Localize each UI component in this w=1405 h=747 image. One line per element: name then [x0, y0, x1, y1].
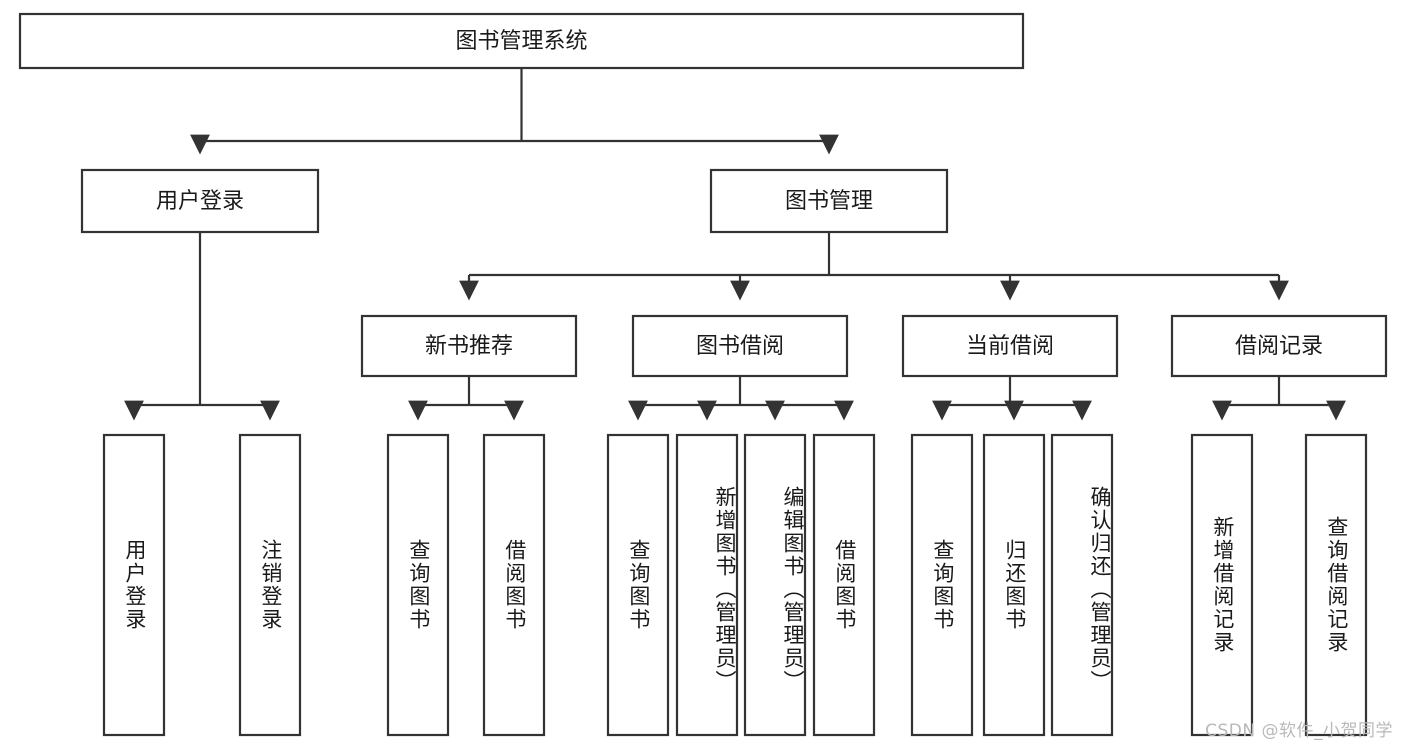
leaf-query-record-box[interactable] — [1304, 433, 1368, 737]
node-root-label: 图书管理系统 — [455, 29, 587, 54]
node-new-book-recommend-label: 新书推荐 — [425, 334, 513, 359]
node-user-login-label: 用户登录 — [156, 189, 244, 214]
node-user-login[interactable]: 用户登录 — [80, 168, 320, 234]
node-book-borrow-box[interactable] — [631, 314, 849, 378]
node-book-management-label: 图书管理 — [785, 189, 873, 214]
node-book-management-box[interactable] — [709, 168, 949, 234]
node-book-borrow[interactable]: 图书借阅 — [631, 314, 849, 378]
leaf-edit-book-box[interactable] — [743, 433, 807, 737]
node-current-borrow[interactable]: 当前借阅 — [901, 314, 1119, 378]
node-root-box[interactable] — [18, 12, 1025, 70]
boxes-layer: 图书管理系统 用户登录 图书管理 新书推荐 图书借阅 当前 — [18, 12, 1388, 737]
leaf-query-book-2-box[interactable] — [606, 433, 670, 737]
leaf-borrow-book-2-box[interactable] — [812, 433, 876, 737]
node-user-login-box[interactable] — [80, 168, 320, 234]
edges-layer — [124, 68, 1346, 421]
node-book-borrow-label: 图书借阅 — [696, 334, 784, 359]
node-current-borrow-label: 当前借阅 — [966, 334, 1054, 359]
leaf-add-record-box[interactable] — [1190, 433, 1254, 737]
leaf-user-login-box[interactable] — [102, 433, 166, 737]
node-new-book-recommend[interactable]: 新书推荐 — [360, 314, 578, 378]
node-root[interactable]: 图书管理系统 — [18, 12, 1025, 70]
node-borrow-record-label: 借阅记录 — [1235, 334, 1323, 359]
node-borrow-record-box[interactable] — [1170, 314, 1388, 378]
node-book-management[interactable]: 图书管理 — [709, 168, 949, 234]
leaf-query-book-3-box[interactable] — [910, 433, 974, 737]
leaf-add-book-box[interactable] — [675, 433, 739, 737]
leaf-confirm-return-box[interactable] — [1050, 433, 1114, 737]
leaf-return-book-box[interactable] — [982, 433, 1046, 737]
leaf-borrow-book-1-box[interactable] — [482, 433, 546, 737]
node-current-borrow-box[interactable] — [901, 314, 1119, 378]
node-new-book-recommend-box[interactable] — [360, 314, 578, 378]
leaf-logout-box[interactable] — [238, 433, 302, 737]
leaf-query-book-1-box[interactable] — [386, 433, 450, 737]
csdn-watermark: CSDN @软件_小贺同学 — [1205, 721, 1393, 741]
node-borrow-record[interactable]: 借阅记录 — [1170, 314, 1388, 378]
